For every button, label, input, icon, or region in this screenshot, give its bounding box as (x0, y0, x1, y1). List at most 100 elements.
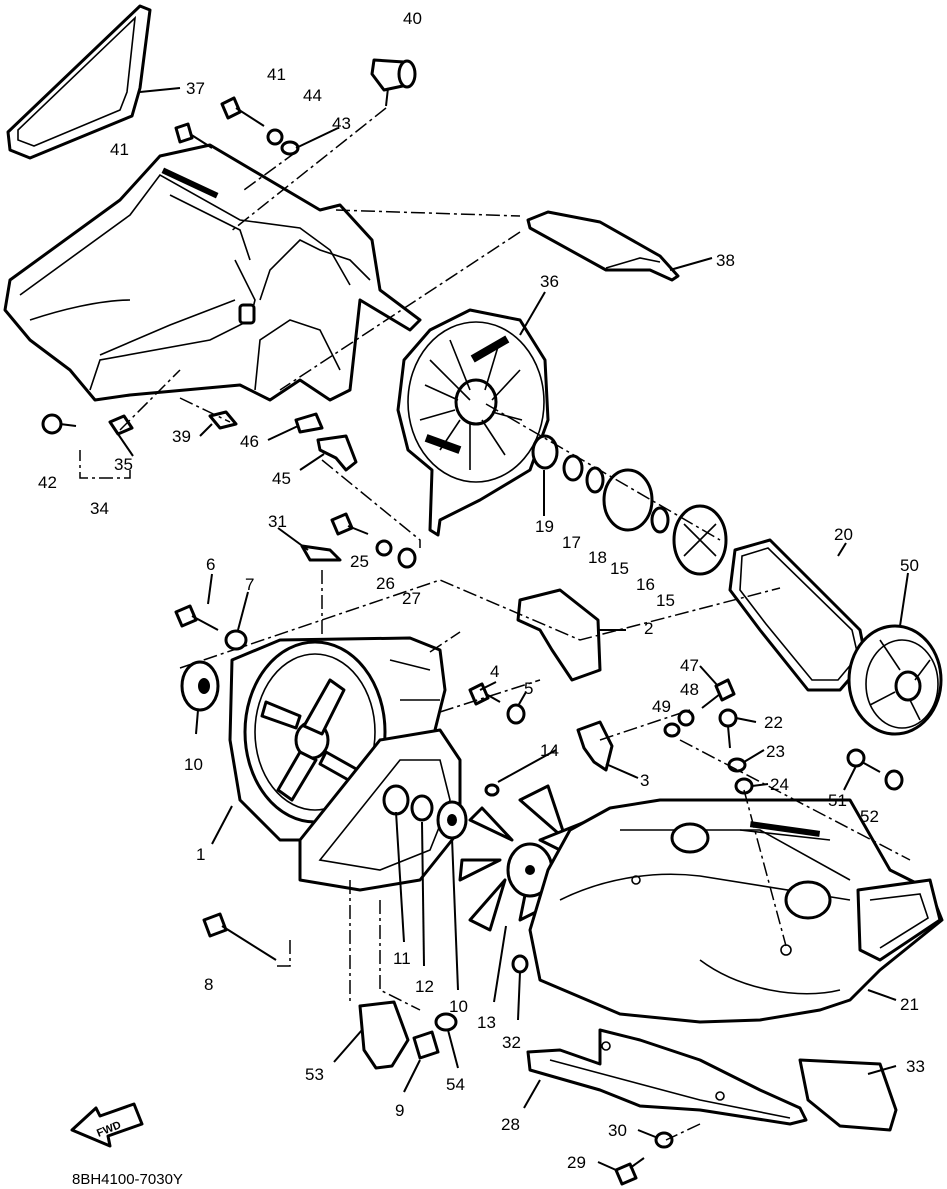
part-10-bearing-left (180, 660, 220, 712)
label-2: 2 (644, 619, 653, 638)
part-11-ring (382, 784, 410, 816)
diagram-code: 8BH4100-7030Y (72, 1171, 183, 1188)
part-7-washer (224, 629, 248, 651)
part-9-nut (412, 1030, 440, 1060)
part-12-washer (410, 794, 434, 822)
part-50-pulley (847, 624, 943, 736)
part-28-guard (526, 1028, 808, 1126)
part-32-grommet (511, 954, 529, 974)
part-30-washer (654, 1131, 674, 1149)
part-47-bolt (701, 678, 736, 709)
part-18-washer (585, 466, 605, 494)
part-37-panel (6, 4, 152, 160)
label-19: 19 (535, 517, 554, 536)
label-24: 24 (770, 775, 789, 794)
label-51: 51 (828, 791, 847, 810)
label-3: 3 (640, 771, 649, 790)
label-38: 38 (716, 251, 735, 270)
part-5-washer (506, 703, 526, 725)
label-34: 34 (90, 499, 109, 518)
part-35-collar (108, 414, 134, 436)
label-46: 46 (240, 432, 259, 451)
label-48: 48 (680, 680, 699, 699)
part-29-bolt (614, 1157, 645, 1186)
label-15-b: 15 (656, 591, 675, 610)
label-12: 12 (415, 977, 434, 996)
part-6-bolt (174, 604, 219, 631)
part-45-stay (316, 434, 358, 472)
part-14-clip (484, 783, 500, 797)
label-42: 42 (38, 473, 57, 492)
part-16-spacer (650, 506, 670, 534)
label-40: 40 (403, 9, 422, 28)
label-15-a: 15 (610, 559, 629, 578)
label-21: 21 (900, 995, 919, 1014)
label-31: 31 (268, 512, 287, 531)
label-44: 44 (303, 86, 322, 105)
label-11: 11 (393, 949, 411, 968)
label-47: 47 (680, 656, 699, 675)
label-7: 7 (245, 575, 254, 594)
label-5: 5 (524, 679, 533, 698)
label-41-lower: 41 (110, 140, 129, 159)
label-26: 26 (376, 574, 395, 593)
label-36: 36 (540, 272, 559, 291)
assembly-lines (79, 107, 911, 1141)
label-9: 9 (395, 1101, 404, 1120)
label-25: 25 (350, 552, 369, 571)
label-10-left: 10 (184, 755, 203, 774)
label-23: 23 (766, 742, 785, 761)
label-18: 18 (588, 548, 607, 567)
label-6: 6 (206, 555, 215, 574)
part-3-bracket (576, 720, 614, 772)
label-53: 53 (305, 1065, 324, 1084)
callout-labels: 40 37 41 44 43 41 38 36 42 35 34 39 46 4… (38, 9, 925, 1172)
part-31-plate (300, 544, 342, 562)
part-54-collar (434, 1012, 458, 1032)
label-8: 8 (204, 975, 213, 994)
part-15-sheave-a (602, 468, 654, 532)
part-20-v-belt (728, 538, 868, 692)
label-37: 37 (186, 79, 205, 98)
part-21-cover (528, 798, 944, 1024)
part-33-pad (798, 1058, 898, 1132)
label-27: 27 (402, 589, 421, 608)
label-28: 28 (501, 1115, 520, 1134)
label-30: 30 (608, 1121, 627, 1140)
label-54: 54 (446, 1075, 465, 1094)
label-4: 4 (490, 662, 499, 681)
label-33: 33 (906, 1057, 925, 1076)
part-41-bolt-upper (220, 96, 265, 127)
part-41-bolt-lower (174, 122, 213, 149)
part-34-shroud (3, 143, 422, 402)
part-52-washer (884, 769, 904, 791)
label-13: 13 (477, 1013, 496, 1032)
part-42-bolt (41, 413, 77, 435)
part-51-bolt (846, 748, 881, 773)
part-26-nut (375, 539, 393, 557)
part-25-bolt (330, 512, 369, 536)
part-2-cover (516, 588, 602, 682)
label-45: 45 (272, 469, 291, 488)
part-39-pin (208, 410, 238, 430)
part-49-washer (663, 722, 681, 738)
part-46-bracket (294, 412, 324, 434)
label-41: 41 (267, 65, 286, 84)
label-29: 29 (567, 1153, 586, 1172)
part-44-nut (266, 128, 284, 146)
label-1: 1 (196, 845, 205, 864)
label-32: 32 (502, 1033, 521, 1052)
label-leaders (117, 87, 909, 1171)
label-22: 22 (764, 713, 783, 732)
label-20: 20 (834, 525, 853, 544)
label-17: 17 (562, 533, 581, 552)
part-27-washer (397, 547, 417, 569)
label-52: 52 (860, 807, 879, 826)
pulley-stack (531, 434, 728, 576)
part-36-pulley-housing (396, 308, 550, 537)
label-14: 14 (540, 741, 559, 760)
label-49: 49 (652, 697, 671, 716)
label-43: 43 (332, 114, 351, 133)
